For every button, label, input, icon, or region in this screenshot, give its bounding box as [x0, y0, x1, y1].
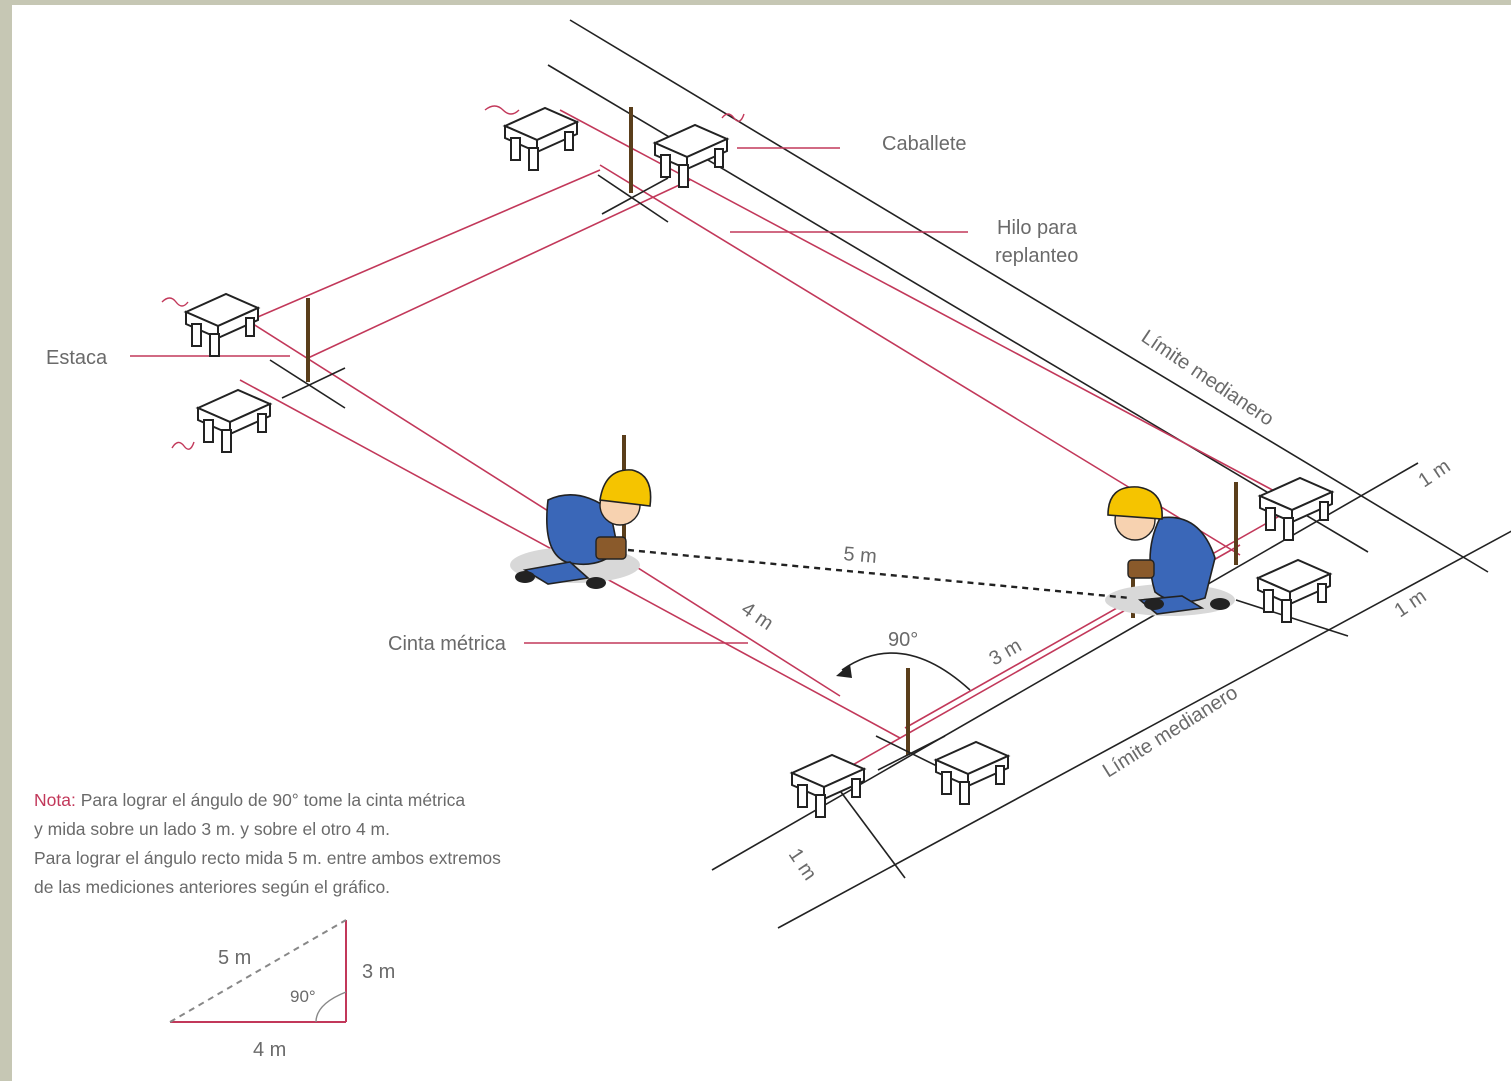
label-caballete: Caballete — [882, 133, 967, 155]
bench-icon — [1259, 477, 1333, 541]
note-line-4: de las mediciones anteriores según el gr… — [34, 877, 391, 897]
note-text: Nota: Para lograr el ángulo de 90° tome … — [34, 786, 634, 902]
bench-icon — [197, 389, 271, 453]
label-1m-b: 1 m — [1390, 585, 1430, 622]
label-cinta: Cinta métrica — [388, 633, 507, 655]
note-line-2: y mida sobre un lado 3 m. y sobre el otr… — [34, 819, 390, 839]
label-estaca: Estaca — [46, 347, 108, 369]
triangle-base-label: 4 m — [253, 1039, 286, 1061]
stakes — [269, 107, 1238, 771]
right-angle-arc — [841, 652, 971, 691]
label-5m: 5 m — [843, 543, 878, 568]
label-hilo-1: Hilo para — [997, 217, 1078, 239]
label-90: 90° — [888, 629, 918, 651]
label-hilo-2: replanteo — [995, 245, 1078, 267]
diagram-frame — [12, 5, 1511, 1081]
worker-left-icon — [510, 469, 652, 589]
triangle-figure: 5 m 3 m 4 m 90° — [169, 919, 395, 1061]
arc-arrow-icon — [836, 664, 852, 678]
label-limite-top: Límite medianero — [1137, 326, 1277, 431]
note-line-1: Nota: Para lograr el ángulo de 90° tome … — [34, 786, 634, 815]
bench-icon — [504, 107, 578, 171]
triangle-vert-label: 3 m — [362, 961, 395, 983]
triangle-hyp-label: 5 m — [218, 947, 251, 969]
diagonal-5m — [627, 548, 1131, 600]
label-1m-c: 1 m — [784, 844, 821, 884]
caballetes — [185, 107, 1333, 818]
layout-strings — [130, 109, 1311, 776]
note-line-3: Para lograr el ángulo recto mida 5 m. en… — [34, 848, 501, 868]
label-limite-bottom: Límite medianero — [1099, 682, 1242, 783]
worker-right-icon — [1105, 486, 1235, 616]
bench-icon — [935, 741, 1009, 805]
label-4m: 4 m — [737, 598, 777, 635]
label-1m-a: 1 m — [1414, 455, 1454, 492]
note-line-1-text: Para lograr el ángulo de 90° tome la cin… — [75, 790, 466, 810]
bench-icon — [1257, 559, 1331, 623]
label-3m: 3 m — [986, 635, 1026, 671]
note-keyword: Nota: — [34, 790, 76, 810]
triangle-angle-label: 90° — [290, 987, 316, 1006]
bench-icon — [185, 293, 259, 357]
string-ends — [161, 105, 745, 450]
